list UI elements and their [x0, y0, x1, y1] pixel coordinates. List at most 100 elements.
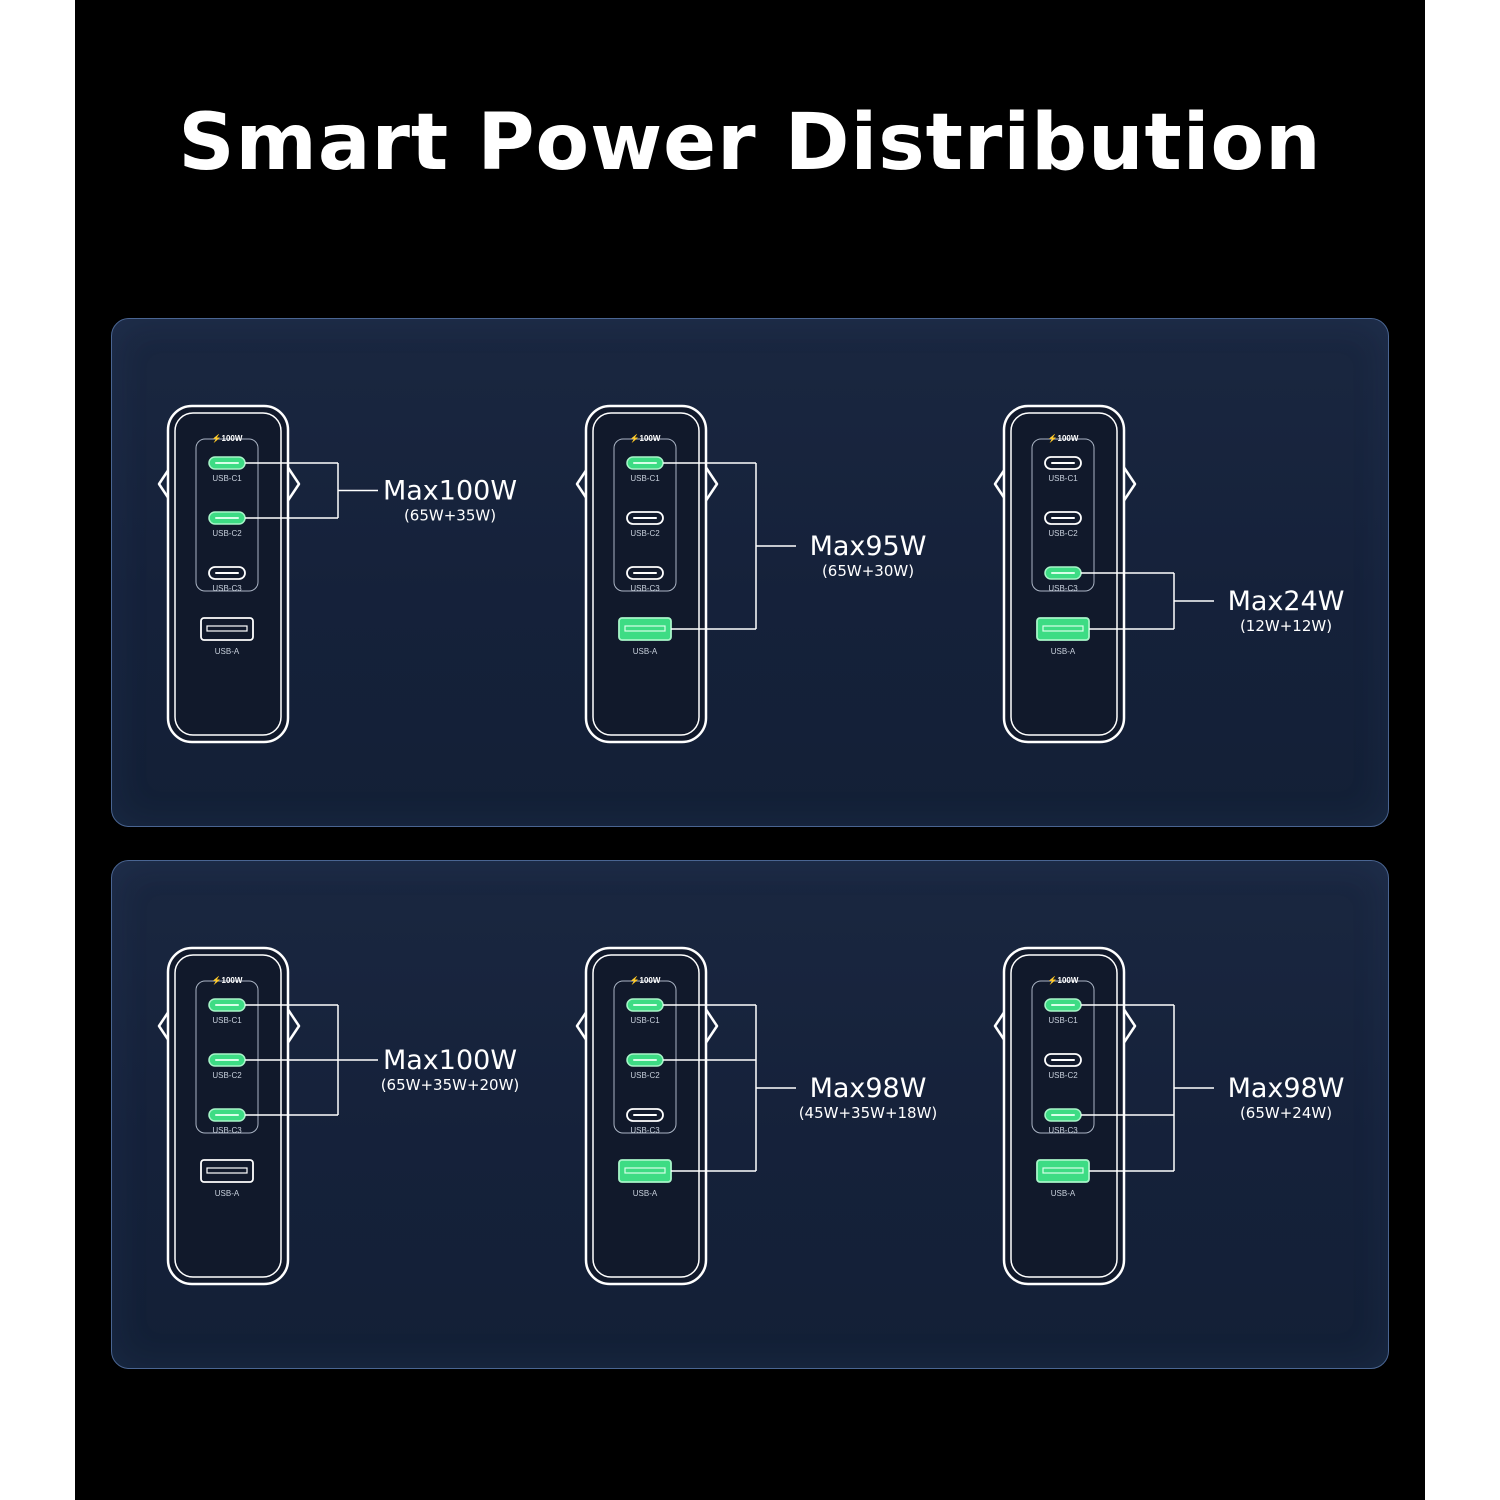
usb-a-port-tongue	[206, 1167, 248, 1174]
port-label: USB-C1	[630, 474, 660, 483]
usb-c-port-3	[208, 566, 246, 580]
prong-right	[703, 1007, 719, 1045]
power-split-label: (65W+30W)	[822, 562, 914, 580]
port-label: USB-C3	[630, 1126, 660, 1135]
port-label: USB-C2	[212, 1071, 242, 1080]
power-badge: ⚡100W	[212, 975, 243, 985]
usb-a-port-tongue	[1042, 1167, 1084, 1174]
usb-c-port-2	[1044, 1053, 1082, 1067]
usb-a-port	[618, 617, 672, 641]
usb-c-port-tongue	[215, 1114, 239, 1116]
usb-c-port-tongue	[1051, 1114, 1075, 1116]
port-label: USB-C1	[1048, 474, 1078, 483]
charger-body-inner	[1010, 412, 1118, 736]
usb-c-port-tongue	[633, 1059, 657, 1061]
port-label: USB-C2	[1048, 529, 1078, 538]
port-label: USB-C3	[630, 584, 660, 593]
panel-top-diagram: ⚡100WUSB-C1USB-C2USB-C3USB-AMax100W(65W+…	[157, 404, 1344, 744]
connector-bracket	[663, 462, 796, 630]
connector-bracket	[1081, 572, 1214, 630]
port-label: USB-C1	[212, 1016, 242, 1025]
usb-c-port-tongue	[215, 462, 239, 464]
port-label: USB-C3	[1048, 584, 1078, 593]
usb-c-port-3	[626, 1108, 664, 1122]
usb-c-port-tongue	[633, 1004, 657, 1006]
usb-c-port-tongue	[1051, 462, 1075, 464]
usb-c-bay	[1031, 438, 1095, 592]
usb-a-port	[1036, 617, 1090, 641]
connector-bracket	[1081, 1004, 1214, 1172]
usb-c-port-tongue	[1051, 517, 1075, 519]
usb-c-bay	[613, 980, 677, 1134]
charger-bottom-2: ⚡100WUSB-C1USB-C2USB-C3USB-AMax98W(45W+3…	[575, 946, 937, 1286]
usb-c-bay	[613, 438, 677, 592]
charger-body-inner	[174, 412, 282, 736]
charger-top-1: ⚡100WUSB-C1USB-C2USB-C3USB-AMax100W(65W+…	[157, 404, 517, 744]
usb-c-port-tongue	[215, 1059, 239, 1061]
panel-bottom-diagram: ⚡100WUSB-C1USB-C2USB-C3USB-AMax100W(65W+…	[157, 946, 1344, 1286]
connector-bracket	[663, 1004, 796, 1172]
usb-a-port	[618, 1159, 672, 1183]
max-power-label: Max100W	[383, 1045, 517, 1076]
usb-c-port-tongue	[633, 517, 657, 519]
port-label: USB-C3	[212, 1126, 242, 1135]
charger-body-inner	[174, 954, 282, 1278]
connector-bracket	[245, 1004, 378, 1116]
usb-c-bay	[1031, 980, 1095, 1134]
usb-a-port	[1036, 1159, 1090, 1183]
connector-bracket	[245, 462, 378, 519]
usb-c-port-tongue	[215, 572, 239, 574]
prong-right	[1121, 1007, 1137, 1045]
usb-a-port-tongue	[1042, 625, 1084, 632]
charger-body-inner	[592, 412, 700, 736]
power-split-label: (65W+35W+20W)	[381, 1076, 520, 1094]
power-badge: ⚡100W	[1048, 433, 1079, 443]
usb-c-port-2	[626, 511, 664, 525]
usb-c-port-1	[1044, 456, 1082, 470]
port-label: USB-C2	[630, 1071, 660, 1080]
usb-c-port-tongue	[1051, 572, 1075, 574]
max-power-label: Max100W	[383, 476, 517, 507]
port-label: USB-C1	[212, 474, 242, 483]
max-power-label: Max95W	[810, 531, 927, 562]
usb-c-port-tongue	[1051, 1004, 1075, 1006]
port-label: USB-C2	[630, 529, 660, 538]
charger-body-inner	[1010, 954, 1118, 1278]
port-label: USB-C2	[1048, 1071, 1078, 1080]
usb-a-port-tongue	[624, 1167, 666, 1174]
charger-bottom-3: ⚡100WUSB-C1USB-C2USB-C3USB-AMax98W(65W+2…	[993, 946, 1344, 1286]
usb-a-port-tongue	[206, 625, 248, 632]
prong-right	[1121, 465, 1137, 503]
prong-right	[285, 465, 301, 503]
usb-a-port	[200, 1159, 254, 1183]
charger-top-2: ⚡100WUSB-C1USB-C2USB-C3USB-AMax95W(65W+3…	[575, 404, 927, 744]
prong-right	[285, 1007, 301, 1045]
port-label: USB-C1	[630, 1016, 660, 1025]
usb-c-port-3	[626, 566, 664, 580]
port-label: USB-C3	[1048, 1126, 1078, 1135]
charger-body-inner	[592, 954, 700, 1278]
port-label: USB-A	[1051, 647, 1076, 656]
prong-right	[703, 465, 719, 503]
power-split-label: (65W+24W)	[1240, 1104, 1332, 1122]
usb-c-bay	[195, 438, 259, 592]
power-split-label: (12W+12W)	[1240, 617, 1332, 635]
power-badge: ⚡100W	[212, 433, 243, 443]
page-title: Smart Power Distribution	[178, 98, 1322, 188]
port-label: USB-A	[633, 1189, 658, 1198]
power-badge: ⚡100W	[630, 975, 661, 985]
usb-c-port-tongue	[215, 1004, 239, 1006]
usb-c-port-tongue	[633, 1114, 657, 1116]
port-label: USB-A	[215, 647, 240, 656]
port-label: USB-C1	[1048, 1016, 1078, 1025]
usb-c-bay	[195, 980, 259, 1134]
usb-c-port-tongue	[633, 462, 657, 464]
port-label: USB-A	[1051, 1189, 1076, 1198]
power-split-label: (65W+35W)	[404, 507, 496, 525]
max-power-label: Max98W	[810, 1073, 927, 1104]
usb-c-port-tongue	[1051, 1059, 1075, 1061]
port-label: USB-A	[215, 1189, 240, 1198]
